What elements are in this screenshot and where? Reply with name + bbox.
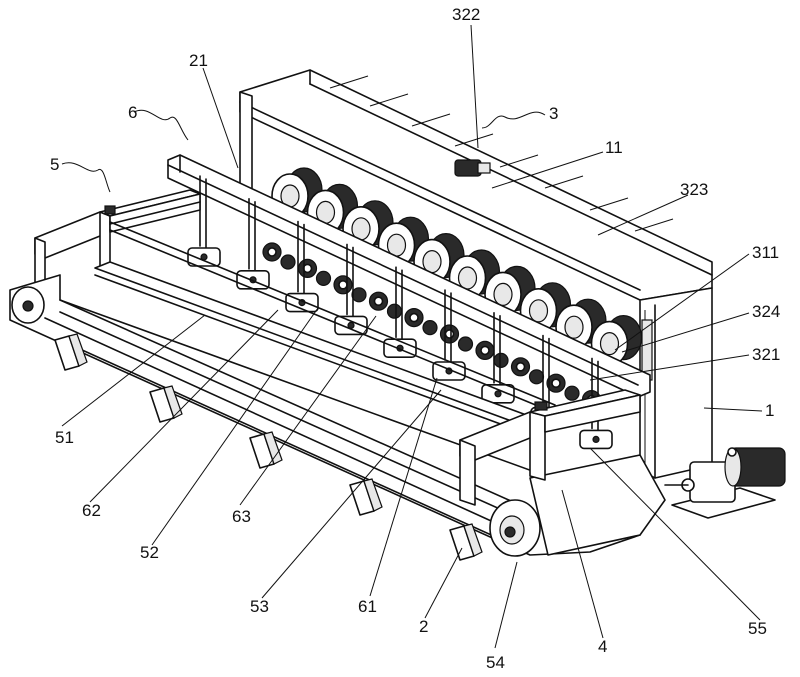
label-1: 1 [765,401,774,420]
label-21: 21 [189,51,208,70]
label-61: 61 [358,597,377,616]
label-52: 52 [140,543,159,562]
label-11: 11 [605,138,623,157]
label-4: 4 [598,637,607,656]
label-323: 323 [680,180,708,199]
label-51: 51 [55,428,74,447]
label-63: 63 [232,507,251,526]
label-324: 324 [752,302,780,321]
label-2: 2 [419,617,428,636]
label-55: 55 [748,619,767,638]
label-54: 54 [486,653,505,672]
label-53: 53 [250,597,269,616]
label-321: 321 [752,345,780,364]
label-6: 6 [128,103,137,122]
label-311: 311 [752,243,779,262]
label-322: 322 [452,5,480,24]
label-3: 3 [549,104,558,123]
label-5: 5 [50,155,59,174]
label-62: 62 [82,501,101,520]
